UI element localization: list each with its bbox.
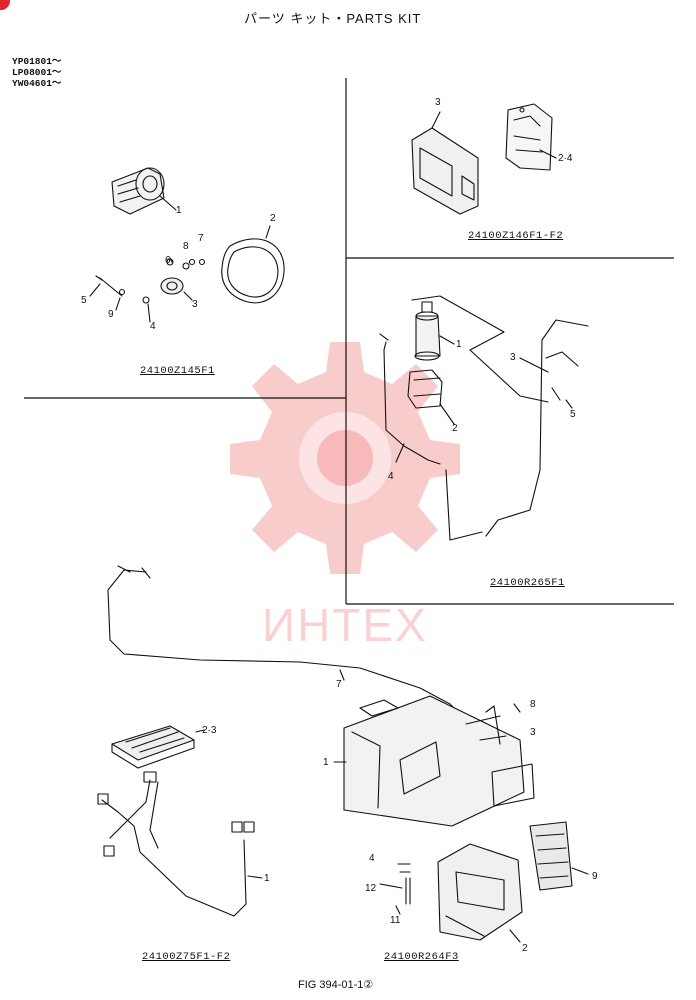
drive-belt-part xyxy=(221,225,285,304)
filter-part xyxy=(529,821,589,891)
callout-unit-8: 8 xyxy=(530,699,536,710)
figure-number: FIG 394-01-1② xyxy=(298,979,374,991)
compressor-part xyxy=(111,167,177,215)
kit-code-controller: 24100Z146F1-F2 xyxy=(468,230,564,242)
callout-compressor-5: 5 xyxy=(81,295,87,306)
callout-unit-2: 2 xyxy=(522,943,528,954)
callout-unit-3: 3 xyxy=(530,727,536,738)
kit-code-receiver: 24100R265F1 xyxy=(490,577,565,589)
callout-harness-1: 1 xyxy=(264,873,270,884)
relay-module-part xyxy=(111,725,205,769)
kit-code-unit: 24100R264F3 xyxy=(384,951,459,963)
callout-receiver-2: 2 xyxy=(452,423,458,434)
watermark-text: ИНТЕХ xyxy=(262,599,428,651)
callout-unit-1: 1 xyxy=(323,757,329,768)
callout-unit-11: 11 xyxy=(390,915,401,926)
long-hose-part xyxy=(107,565,471,725)
pulley-bracket-part xyxy=(89,257,206,323)
callout-receiver-3: 3 xyxy=(510,352,516,363)
callout-controller-3: 3 xyxy=(435,97,441,108)
kit-code-compressor: 24100Z145F1 xyxy=(140,365,215,377)
red-corner-mark xyxy=(0,0,10,10)
receiver-drier-part xyxy=(411,295,549,403)
callout-compressor-4: 4 xyxy=(150,321,156,332)
callout-compressor-9: 9 xyxy=(108,309,114,320)
callout-compressor-6: 6 xyxy=(165,255,171,266)
callout-compressor-7: 7 xyxy=(198,233,204,244)
callout-compressor-2: 2 xyxy=(270,213,276,224)
ac-unit-part xyxy=(333,695,535,827)
callout-unit-7: 7 xyxy=(336,679,342,690)
callout-unit-4: 4 xyxy=(369,853,375,864)
control-panel-part xyxy=(505,103,557,171)
callout-harness-2-3: 2·3 xyxy=(202,725,217,736)
callout-unit-12: 12 xyxy=(365,883,377,894)
callout-unit-9: 9 xyxy=(592,871,598,882)
hardware-bolts-part xyxy=(379,863,411,915)
callout-receiver-4: 4 xyxy=(388,471,394,482)
page-title: パーツ キット・PARTS KIT xyxy=(244,11,422,26)
serial-line-1: YP01801～ xyxy=(12,56,62,67)
receiver-bracket-part xyxy=(407,369,455,425)
kit-code-harness: 24100Z75F1-F2 xyxy=(142,951,231,963)
callout-receiver-1: 1 xyxy=(456,339,462,350)
blower-box-part xyxy=(437,843,523,943)
callout-compressor-1: 1 xyxy=(176,205,182,216)
serial-line-2: LP08001～ xyxy=(12,67,62,78)
callout-compressor-8: 8 xyxy=(183,241,189,252)
controller-box-part xyxy=(411,111,479,215)
callout-compressor-3: 3 xyxy=(192,299,198,310)
callout-controller-2-4: 2·4 xyxy=(558,153,573,164)
callout-receiver-5: 5 xyxy=(570,409,576,420)
wire-harness-part xyxy=(97,771,263,917)
hose-tube-part xyxy=(379,319,589,541)
serial-line-3: YW04601～ xyxy=(12,78,62,89)
